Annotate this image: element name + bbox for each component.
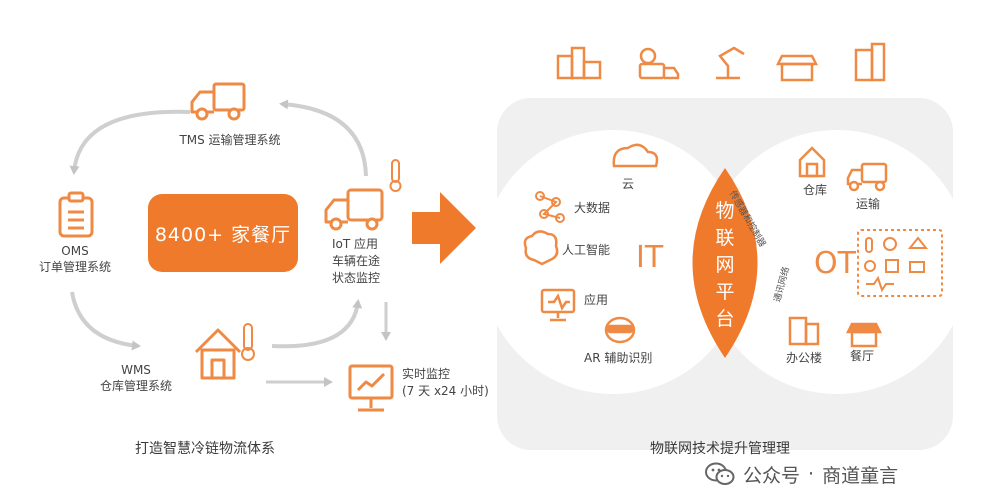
iot-label-line1: IoT 应用 <box>332 237 379 251</box>
iot-platform-lens <box>692 168 758 358</box>
ot-transport-label: 运输 <box>856 197 881 211</box>
wechat-watermark: 公众号 · 商道童言 <box>705 454 898 494</box>
arrow-oms-to-wms <box>70 291 141 351</box>
it-app-label: 应用 <box>584 293 609 307</box>
iot-label: IoT 应用 车辆在途 状态监控 <box>332 236 380 287</box>
cloud-icon <box>612 143 659 168</box>
ar-glasses-icon <box>604 316 636 344</box>
arrow-tms-to-oms <box>69 109 191 175</box>
monitor-label-line2: (7 天 x24 小时) <box>402 384 489 398</box>
watermark-platform: 公众号 <box>743 464 801 487</box>
warehouse-icon <box>798 146 826 178</box>
oms-label-line2: 订单管理系统 <box>38 260 111 274</box>
watermark-name: 商道童言 <box>822 464 899 487</box>
factory-icon <box>556 46 602 80</box>
iot-truck-icon <box>324 188 384 231</box>
storefront-icon <box>775 54 819 82</box>
center-char-5: 台 <box>715 308 735 330</box>
it-circle <box>481 130 745 394</box>
oms-label: OMS 订单管理系统 <box>30 243 120 275</box>
wms-label-line2: 仓库管理系统 <box>99 379 172 393</box>
arrow-iot-to-tms <box>279 99 368 177</box>
monitor-label-line1: 实时监控 <box>402 367 451 381</box>
truck-icon <box>190 82 246 121</box>
watermark-separator: · <box>808 463 815 485</box>
ot-warehouse-label: 仓库 <box>803 183 828 197</box>
big-right-arrow <box>412 192 476 264</box>
iot-label-line3: 状态监控 <box>332 271 381 285</box>
transport-truck-icon <box>846 162 888 192</box>
thermometer-icon <box>241 323 255 361</box>
app-monitor-icon <box>540 288 576 322</box>
monitor-label: 实时监控 (7 天 x24 小时) <box>402 366 489 400</box>
it-label: IT <box>636 240 664 275</box>
oms-label-line1: OMS <box>61 244 89 258</box>
center-char-2: 联 <box>715 227 735 249</box>
big-data-icon <box>535 191 565 223</box>
right-caption: 物联网技术提升管理理 <box>650 441 790 457</box>
iot-platform-title: 物 联 网 平 台 <box>713 198 737 333</box>
tms-label: TMS 运输管理系统 <box>179 133 281 147</box>
center-char-4: 平 <box>715 281 735 303</box>
iot-thermometer-icon <box>389 159 402 192</box>
iot-label-line2: 车辆在途 <box>332 254 381 268</box>
sensor-panel-icon <box>857 229 943 297</box>
wechat-icon <box>705 462 735 485</box>
wms-label-line1: WMS <box>121 363 151 377</box>
it-bigdata-label: 大数据 <box>574 201 611 215</box>
center-char-3: 网 <box>715 254 735 276</box>
clipboard-icon <box>58 191 94 238</box>
ai-brain-icon <box>523 230 559 266</box>
it-cloud-label: 云 <box>621 177 634 191</box>
center-char-1: 物 <box>715 200 735 222</box>
building-icon <box>854 42 886 82</box>
it-ai-label: 人工智能 <box>562 243 611 257</box>
left-caption: 打造智慧冷链物流体系 <box>135 441 275 457</box>
robot-arm-icon <box>716 46 745 80</box>
office-building-icon <box>788 316 820 346</box>
it-ar-label: AR 辅助识别 <box>584 351 653 365</box>
ot-label: OT <box>814 246 856 281</box>
ot-circle <box>705 130 969 394</box>
ot-restaurant-label: 餐厅 <box>850 349 875 363</box>
monitor-chart-icon <box>348 364 394 412</box>
restaurant-icon <box>845 322 883 348</box>
ot-office-label: 办公楼 <box>786 351 823 365</box>
warehouse-house-icon <box>194 328 242 380</box>
wms-label: WMS 仓库管理系统 <box>96 362 176 394</box>
restaurant-count-badge: 8400+ 家餐厅 <box>148 194 298 272</box>
delivery-truck-icon <box>638 47 680 80</box>
arrow-wms-to-iot <box>271 299 363 349</box>
